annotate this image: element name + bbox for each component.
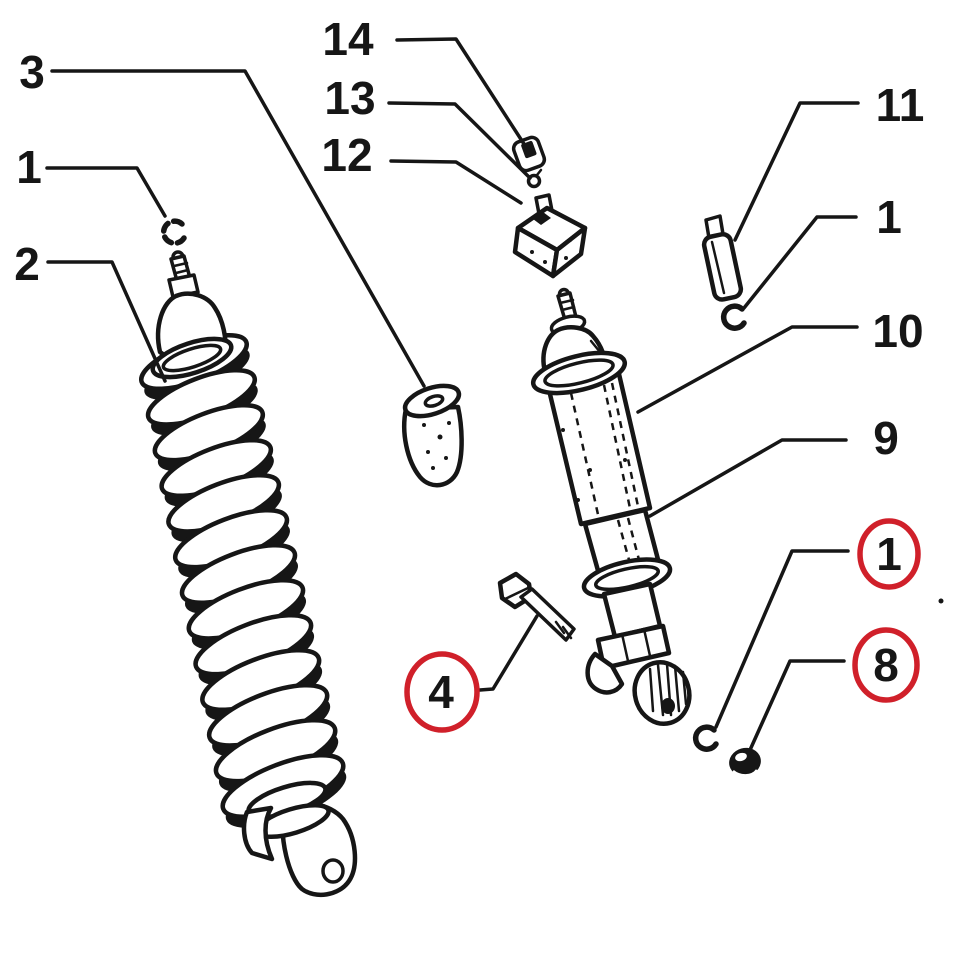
spring-top-stem [167,250,200,299]
callout-13-label: 13 [324,72,375,124]
callout-1b-label: 1 [876,191,902,243]
callout-10: 10 [636,305,924,414]
callout-2-leader-line [46,260,167,383]
pin-bushing [701,214,744,302]
callout-1c-leader-line [714,549,850,729]
circlip-top-icon [160,218,187,246]
rubber-buffer [402,383,464,488]
callout-13: 13 [324,72,532,180]
callout-4-label: 4 [428,666,454,718]
callout-14-label: 14 [322,13,374,65]
bolt [497,571,576,642]
callout-4: 4 [404,614,539,733]
callout-9-label: 9 [873,412,899,464]
callout-1c-label: 1 [876,528,902,580]
damper-assembly [530,287,692,726]
callout-1b: 1 [742,191,902,310]
callout-8-leader-line [748,659,846,752]
circlip-bottom-icon [692,724,719,752]
callout-1c-highlight-ring [857,518,921,590]
callout-8-label: 8 [873,639,899,691]
spring-mount-tab [241,805,275,862]
callout-12-leader-line [389,159,523,205]
callout-10-label: 10 [872,305,923,357]
clevis-arm [585,651,625,695]
callout-9-leader-line [648,438,848,518]
spring-shock-assembly [139,250,358,898]
buffer-speckles [422,421,451,470]
damper-body [546,371,653,527]
callout-1a: 1 [16,141,167,218]
callout-2: 2 [14,238,167,383]
callout-2-label: 2 [14,238,40,290]
flanged-nut [729,747,761,777]
coil-spring [139,332,347,828]
callout-11-leader-line [733,101,860,242]
damper-top-ring-inner [543,358,615,388]
callout-1b-leader-line [742,215,858,310]
print-speck [938,598,944,604]
callout-1c: 1 [714,518,921,729]
callout-14: 14 [322,13,526,146]
callout-8-highlight-ring [852,627,920,703]
bushing-hole [661,698,675,714]
callout-3-leader-line [50,69,426,388]
callout-1a-leader-line [45,166,167,218]
callout-4-leader-line [478,614,539,692]
callout-11-label: 11 [876,79,925,131]
spring-seat-ring-inner [161,343,223,373]
upper-mount-bracket [512,193,588,279]
callout-12: 12 [321,129,523,205]
callout-11: 11 [733,79,925,242]
callout-3-label: 3 [19,46,45,98]
circlip-right-icon [720,303,747,331]
callout-1a-label: 1 [16,141,42,193]
callout-10-leader-line [636,325,859,414]
callout-3: 3 [19,46,426,388]
callout-8: 8 [748,627,920,752]
callout-4-highlight-ring [404,651,480,733]
cap-bushing [511,135,547,173]
callout-13-leader-line [387,101,532,180]
callout-12-label: 12 [321,129,372,181]
callout-14-leader-line [395,37,526,146]
callout-9: 9 [648,412,899,518]
